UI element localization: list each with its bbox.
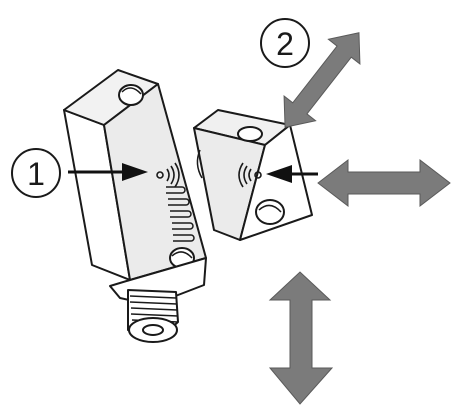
callout-1: 1 <box>11 148 61 198</box>
double-arrow-diagonal <box>283 32 361 128</box>
pointer-arrow-1 <box>68 163 148 181</box>
callout-2: 2 <box>260 18 310 68</box>
sensor-wave-icon <box>156 162 180 188</box>
callout-2-number: 2 <box>276 26 294 62</box>
callout-1-number: 1 <box>27 156 45 192</box>
pointer-arrow-2 <box>266 165 318 183</box>
double-arrow-horizontal <box>317 158 451 208</box>
actuator-wave-icon <box>238 162 262 188</box>
actuator-block <box>193 109 313 241</box>
double-arrow-vertical <box>268 271 334 405</box>
sensor-body <box>63 69 207 343</box>
threaded-connector <box>127 289 179 343</box>
